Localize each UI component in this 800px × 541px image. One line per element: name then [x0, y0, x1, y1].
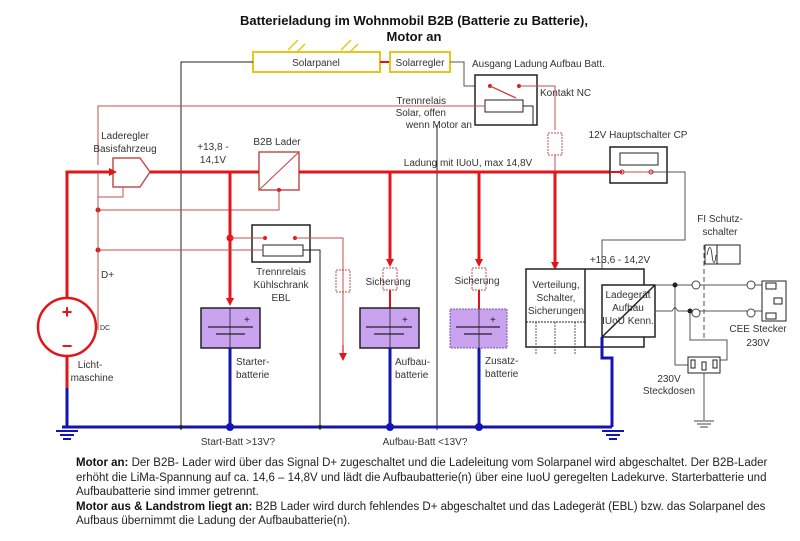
pe-ground-icon [694, 420, 714, 428]
aufbau-l2: batterie [395, 370, 429, 381]
solarpanel: Solarpanel [252, 39, 381, 73]
trennrelais-kuehlschrank [251, 224, 311, 263]
lichtmaschine-l2: maschine [71, 373, 114, 384]
ladung-label: Ladung mit IUoU, max 14,8V [404, 158, 533, 169]
d-plus-label: D+ [101, 270, 114, 281]
hauptschalter-out-wire [601, 171, 686, 300]
sine-wave-icon [706, 247, 717, 263]
ground-icon [56, 430, 78, 440]
ebl-block [525, 268, 656, 355]
kuehl-l3: EBL [272, 293, 291, 304]
steckdosen-l1: 230V [657, 374, 681, 385]
kontakt-label: Kontakt NC [540, 88, 591, 99]
ladegeraet-l1: Ladegerät [605, 290, 650, 301]
aufbaubatterie: + [359, 307, 420, 349]
solar-negative-wire [180, 61, 253, 430]
laderegler-wire [98, 187, 124, 198]
solarpanel-label: Solarpanel [292, 58, 340, 69]
lima-wire [65, 170, 113, 305]
description-motor-an: Motor an: Der B2B- Lader wird über das S… [76, 456, 776, 500]
junction [386, 423, 394, 431]
ladegeraet-l2: Aufbau [612, 303, 644, 314]
ladegeraet-l3: IUoU Kenn. [602, 316, 654, 327]
starter-l2: batterie [236, 370, 270, 381]
start-batt-label: Start-Batt >13V? [201, 437, 276, 448]
trennrelais-solar-l3: wenn Motor an [405, 120, 472, 131]
kuehl-coil-ground [303, 249, 321, 430]
fi-schutzschalter[interactable] [704, 244, 741, 265]
solarregler: Solarregler [389, 51, 451, 73]
battery-plus-icon: + [244, 315, 250, 326]
fi-l2: schalter [702, 227, 738, 238]
laderegler-l2: Basisfahrzeug [93, 144, 156, 155]
junction [226, 423, 234, 431]
relay-coil-wire [523, 105, 534, 125]
ebl-ground [600, 337, 614, 427]
zusatz-l2: batterie [485, 369, 519, 380]
starter-l1: Starter- [236, 357, 269, 368]
solarregler-label: Solarregler [396, 58, 446, 69]
laderegler-l1: Laderegler [101, 131, 149, 142]
b2b-d-plus-wire [98, 190, 280, 211]
hauptschalter-label: 12V Hauptschalter CP [589, 130, 688, 141]
d-plus-relay-wire [97, 105, 485, 165]
laderegler [112, 157, 151, 188]
verteilung-l2: Schalter, [537, 293, 576, 304]
battery-plus-icon: + [490, 315, 496, 326]
motor-an-text: Der B2B- Lader wird über das Signal D+ z… [76, 457, 768, 498]
lichtmaschine: + − [36, 296, 98, 358]
diagram-title-line1: Batterieladung im Wohnmobil B2B (Batteri… [240, 13, 588, 28]
junction [475, 423, 483, 431]
junction [179, 425, 183, 429]
sicherung1-label: Sicherung [365, 277, 410, 288]
fi-l1: FI Schutz- [697, 214, 743, 225]
trennrelais-solar-l1: Trennrelais [396, 96, 446, 107]
solar-fuse [547, 132, 563, 156]
cee-stecker [761, 280, 787, 322]
minus-icon: − [62, 336, 73, 356]
battery-plus-icon: + [402, 315, 408, 326]
trennrelais-solar [474, 74, 538, 126]
junction [687, 308, 693, 314]
junction [672, 282, 678, 288]
ac-terminals [691, 280, 756, 318]
b2b-lader [258, 151, 300, 192]
verteilung-l3: Sicherungen [528, 306, 584, 317]
junction [318, 425, 322, 429]
zusatzbatterie: + [449, 308, 508, 349]
kuehl-l2: Kühlschrank [253, 280, 309, 291]
description-motor-aus: Motor aus & Landstrom liegt an: B2B Lade… [76, 500, 776, 529]
zusatz-l1: Zusatz- [485, 356, 518, 367]
b2b-lader-label: B2B Lader [253, 137, 301, 148]
hauptschalter[interactable] [609, 146, 668, 184]
kuehl-wire-out [295, 237, 344, 355]
kontakt-wire [519, 85, 556, 130]
lichtmaschine-l1: Licht- [78, 360, 102, 371]
voltage-basis-l1: +13,8 - [197, 142, 228, 153]
aufbau-batt-label: Aufbau-Batt <13V? [383, 437, 468, 448]
dc-label: DC [100, 325, 110, 332]
cee-l1: CEE Stecker [729, 324, 787, 335]
cee-l2: 230V [746, 338, 770, 349]
sicherung2-label: Sicherung [454, 276, 499, 287]
description: Motor an: Der B2B- Lader wird über das S… [76, 456, 776, 529]
motor-an-heading: Motor an: [76, 457, 129, 469]
voltage-basis-l2: 14,1V [200, 155, 226, 166]
diagram-title-line2: Motor an [387, 29, 442, 44]
trennrelais-solar-l2: Solar, offen [396, 108, 446, 119]
ground-icon [602, 430, 624, 440]
ausgang-label: Ausgang Ladung Aufbau Batt. [472, 59, 605, 70]
motor-aus-text: B2B Lader wird durch fehlendes D+ abgesc… [76, 500, 766, 528]
steckdosen-l2: Steckdosen [643, 386, 695, 397]
motor-aus-heading: Motor aus & Landstrom liegt an: [76, 500, 253, 513]
plus-icon: + [62, 302, 73, 322]
steckdosen [687, 356, 721, 374]
starterbatterie: + [200, 307, 261, 349]
kuehl-l1: Trennrelais [256, 267, 306, 278]
kuehl-fuse [335, 269, 351, 293]
voltage-ebl-label: +13,6 - 14,2V [590, 255, 651, 266]
verteilung-l1: Verteilung, [532, 280, 579, 291]
aufbau-l1: Aufbau- [395, 357, 430, 368]
